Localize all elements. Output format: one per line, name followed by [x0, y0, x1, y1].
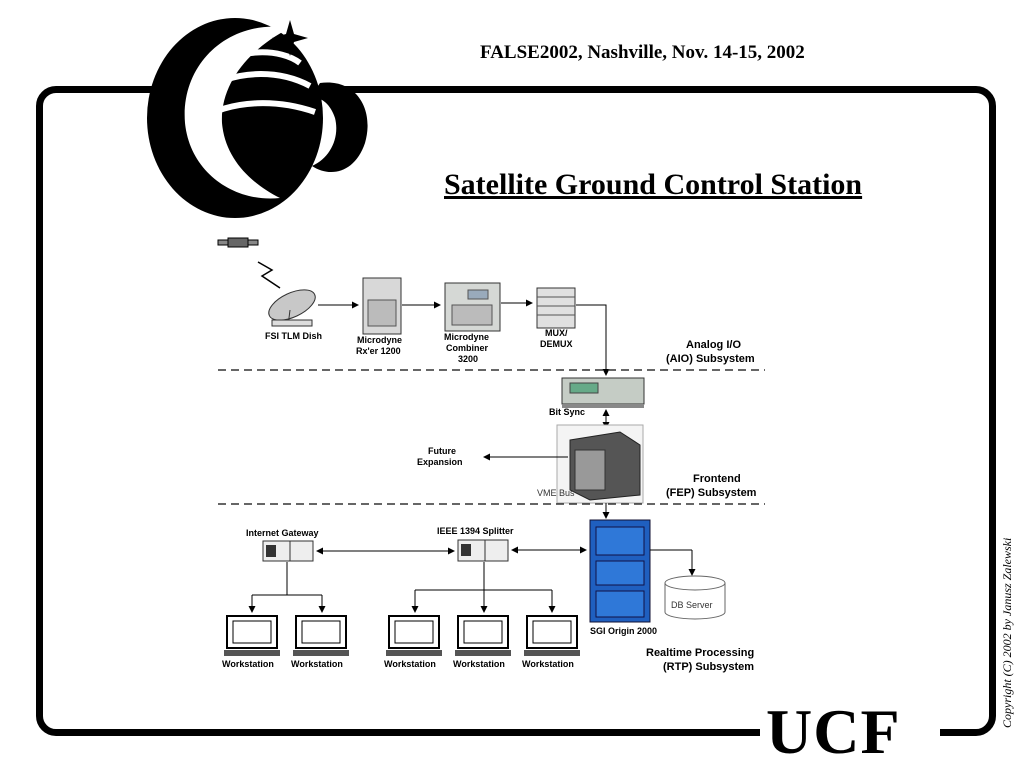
bit-sync-label: Bit Sync: [549, 407, 585, 417]
future-label-line2: Expansion: [417, 457, 463, 467]
combiner-label-line2: Combiner: [446, 343, 489, 353]
workstation-label: Workstation: [522, 659, 574, 669]
combiner-icon: [445, 283, 500, 331]
workstation-label: Workstation: [384, 659, 436, 669]
db-server-icon: [665, 576, 725, 619]
workstation-icon: [524, 616, 580, 656]
mux-demux-icon: [537, 288, 575, 328]
sgi-label: SGI Origin 2000: [590, 626, 657, 636]
vme-bus-label: VME Bus: [537, 488, 575, 498]
dish-label: FSI TLM Dish: [265, 331, 322, 341]
fep-subsystem-subtitle: (FEP) Subsystem: [666, 487, 757, 499]
workstation-icon: [224, 616, 280, 656]
copyright-notice: Copyright (C) 2002 by Janusz Zalewski: [1000, 538, 1015, 728]
sgi-origin-icon: [590, 520, 650, 622]
workstation-label: Workstation: [222, 659, 274, 669]
combiner-label-line1: Microdyne: [444, 332, 489, 342]
fep-subsystem-title: Frontend: [693, 473, 741, 485]
workstation-icon: [386, 616, 442, 656]
ieee-splitter-icon: [458, 540, 508, 561]
combiner-label-line3: 3200: [458, 354, 478, 364]
workstation-label: Workstation: [291, 659, 343, 669]
rtp-subsystem-title: Realtime Processing: [646, 647, 754, 659]
aio-subsystem-subtitle: (AIO) Subsystem: [666, 353, 755, 365]
ucf-wordmark: UCF: [766, 695, 901, 769]
receiver-label-line2: Rx'er 1200: [356, 346, 401, 356]
workstation-icon: [293, 616, 349, 656]
aio-subsystem-title: Analog I/O: [686, 339, 741, 351]
satellite-icon: [218, 238, 280, 288]
internet-gateway-icon: [263, 541, 313, 561]
mux-label-line2: DEMUX: [540, 339, 573, 349]
bit-sync-icon: [562, 378, 644, 408]
ucf-logo: UCF: [760, 703, 940, 767]
receiver-label-line1: Microdyne: [357, 335, 402, 345]
workstation-icon: [455, 616, 511, 656]
gateway-label: Internet Gateway: [246, 528, 319, 538]
rtp-subsystem-subtitle: (RTP) Subsystem: [663, 661, 754, 673]
db-server-label: DB Server: [671, 600, 713, 610]
mux-label-line1: MUX/: [545, 328, 568, 338]
future-label-line1: Future: [428, 446, 456, 456]
receiver-icon: [363, 278, 401, 334]
workstation-label: Workstation: [453, 659, 505, 669]
splitter-label: IEEE 1394 Splitter: [437, 526, 514, 536]
tlm-dish-icon: [264, 284, 319, 327]
